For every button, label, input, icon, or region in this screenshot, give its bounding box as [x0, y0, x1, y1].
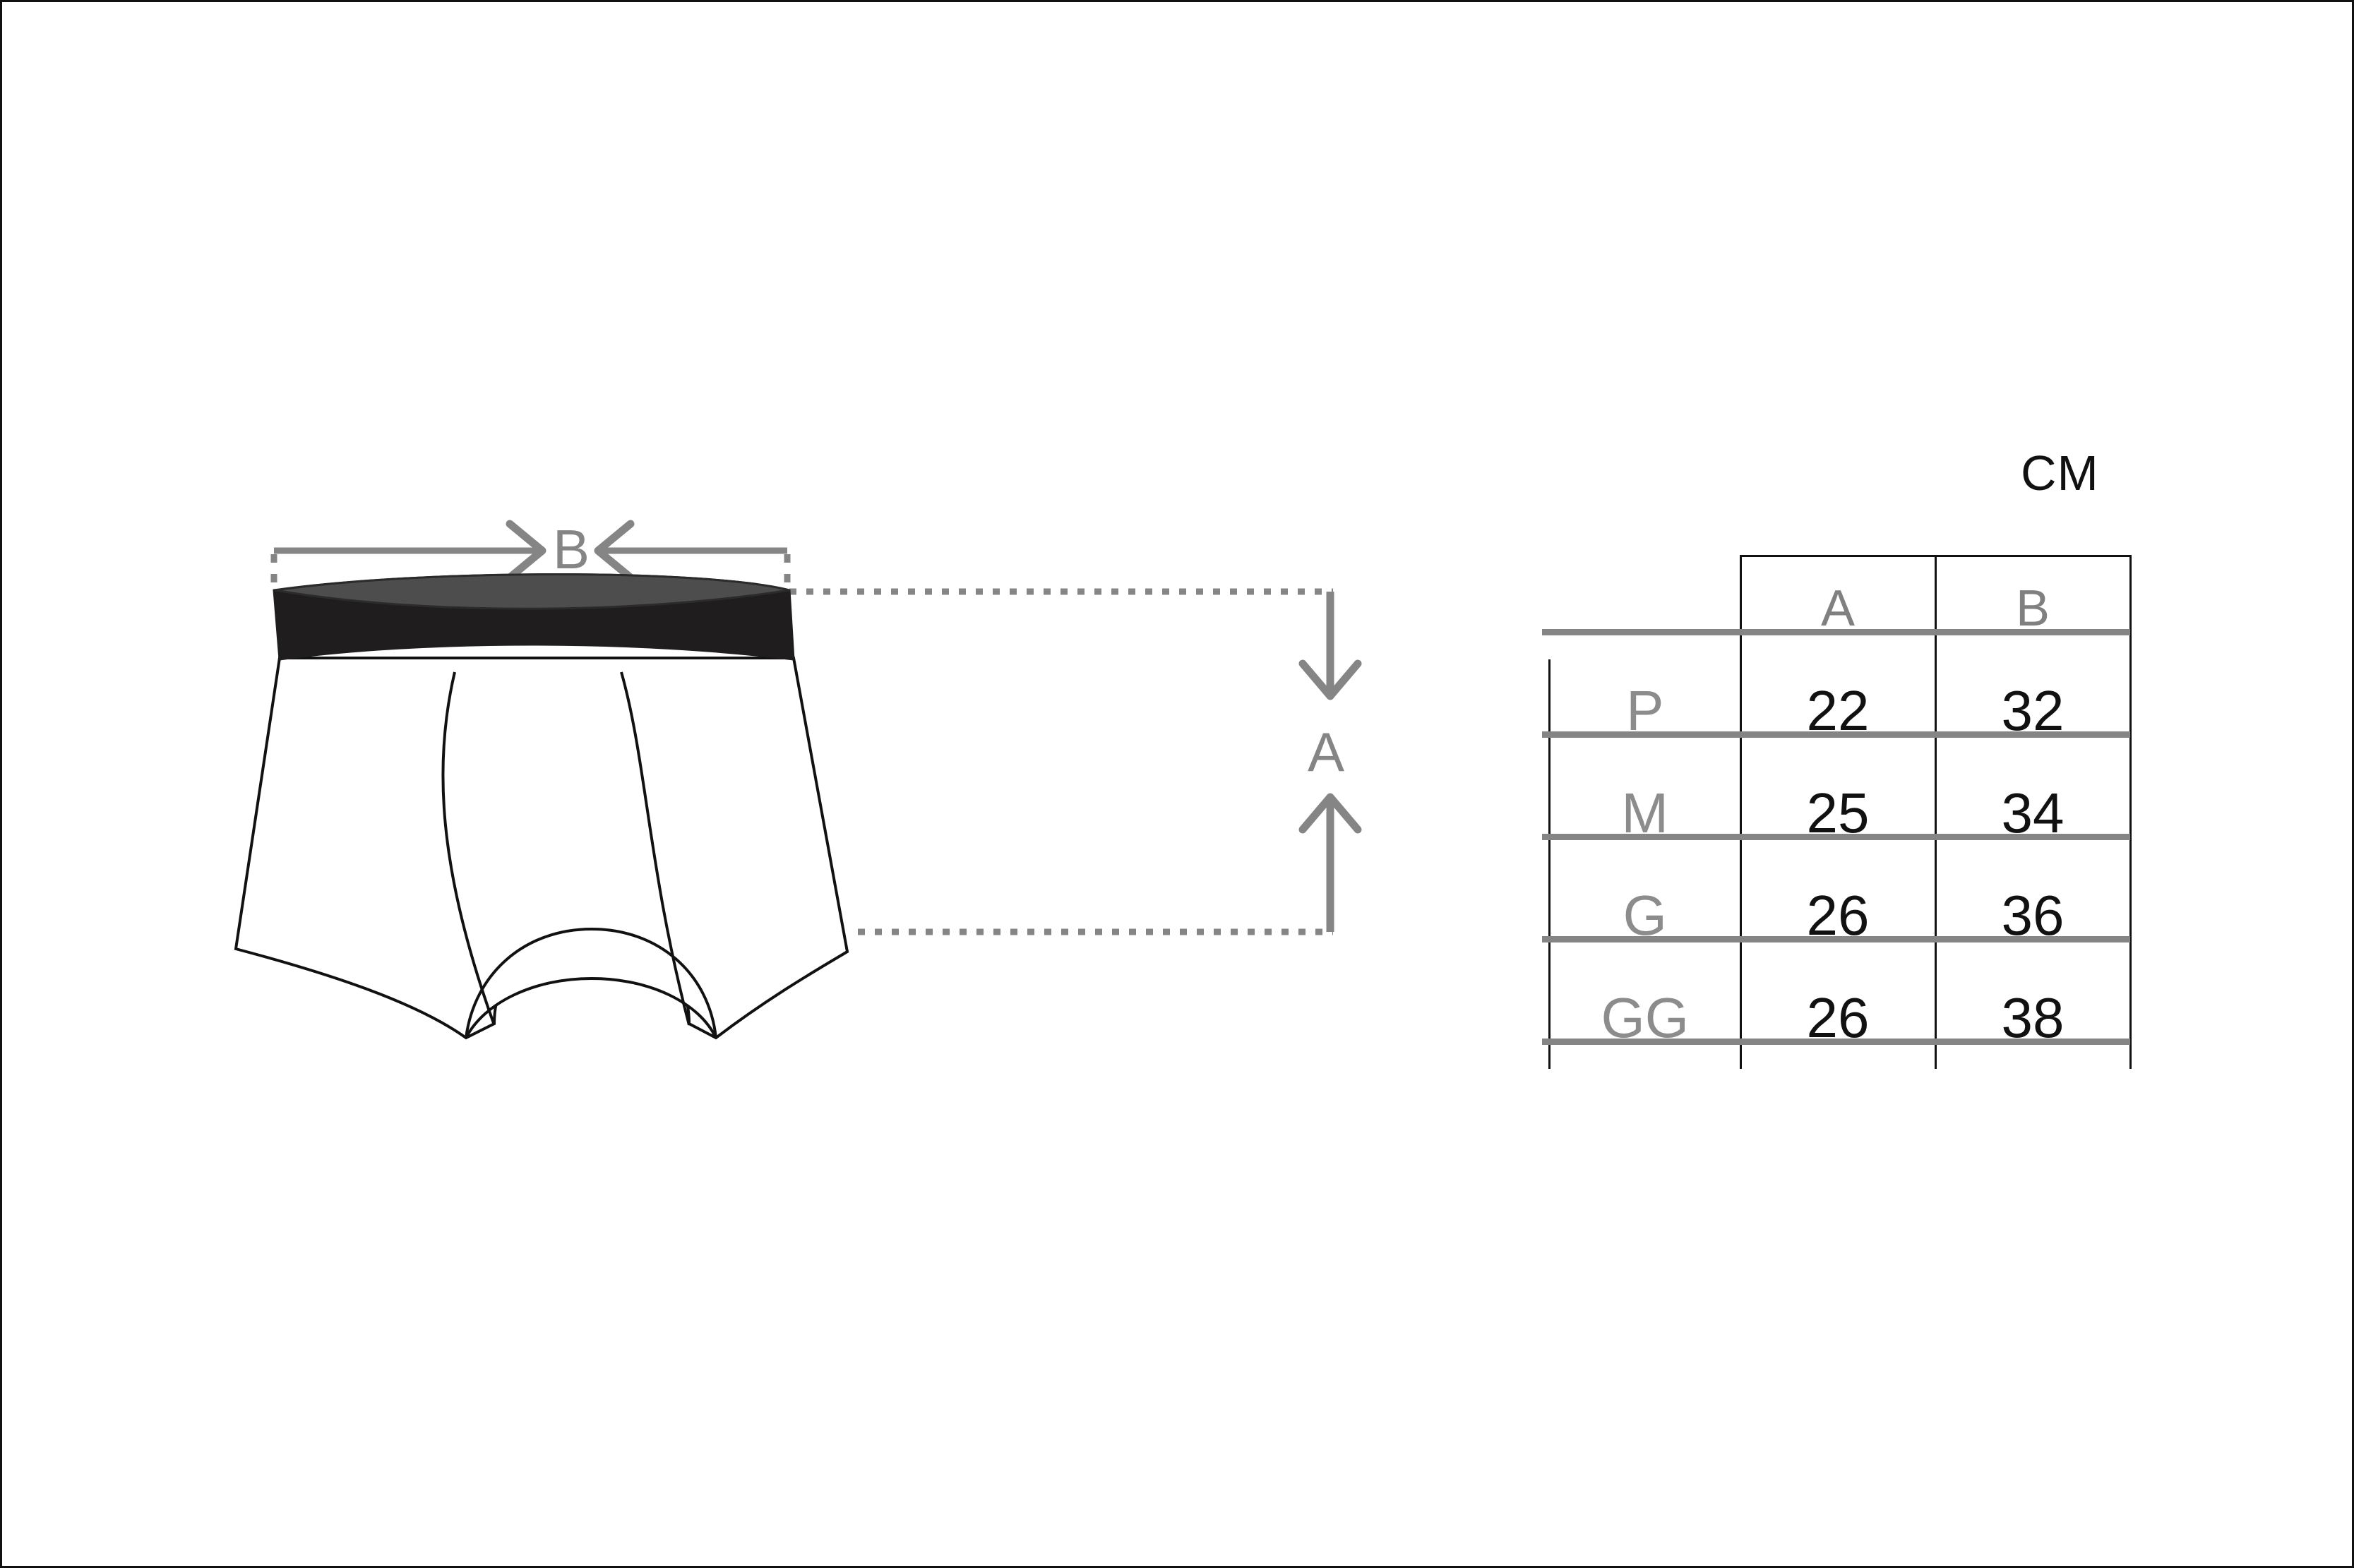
- seam-right-leg: [620, 671, 691, 1026]
- dimension-label-b: B: [553, 518, 590, 580]
- size-table: A B P 22 32 M 25 34 G 26 36 GG 26 38: [1542, 555, 2132, 1069]
- value-m-a: 25: [1739, 762, 1935, 864]
- value-p-b: 32: [1934, 659, 2132, 762]
- size-label-gg: GG: [1548, 966, 1740, 1069]
- size-label-g: G: [1548, 864, 1740, 966]
- value-gg-a: 26: [1739, 966, 1935, 1069]
- table-rule-1: [1542, 731, 2130, 738]
- table-rule-top: [1542, 629, 2130, 635]
- table-header-row: A B: [1550, 555, 2132, 660]
- size-label-p: P: [1548, 659, 1740, 762]
- table-rule-2: [1542, 834, 2130, 840]
- header-cell-b: B: [1934, 555, 2132, 659]
- table-rule-bottom: [1542, 1039, 2130, 1045]
- value-g-a: 26: [1739, 864, 1935, 966]
- dimension-label-a: A: [1308, 721, 1344, 783]
- header-cell-a: A: [1739, 555, 1935, 659]
- value-m-b: 34: [1934, 762, 2132, 864]
- unit-label: CM: [2021, 445, 2099, 501]
- header-cell-blank: [1550, 556, 1741, 660]
- crotch-gusset: [465, 927, 717, 1039]
- table-row: P 22 32: [1548, 659, 2132, 762]
- value-p-a: 22: [1739, 659, 1935, 762]
- arrowhead-b-left-pointing: [594, 520, 635, 582]
- seam-left-leg: [441, 671, 496, 1026]
- table-row: G 26 36: [1548, 864, 2132, 966]
- size-label-m: M: [1548, 762, 1740, 864]
- waistband-inner: [275, 573, 790, 610]
- arrowhead-a-down: [1298, 659, 1362, 700]
- table-row: M 25 34: [1548, 762, 2132, 864]
- arrowhead-a-up: [1298, 793, 1362, 834]
- table-row: GG 26 38: [1548, 966, 2132, 1069]
- value-gg-b: 38: [1934, 966, 2132, 1069]
- value-g-b: 36: [1934, 864, 2132, 966]
- table-rule-3: [1542, 936, 2130, 942]
- arrowhead-b-right-pointing: [506, 520, 546, 582]
